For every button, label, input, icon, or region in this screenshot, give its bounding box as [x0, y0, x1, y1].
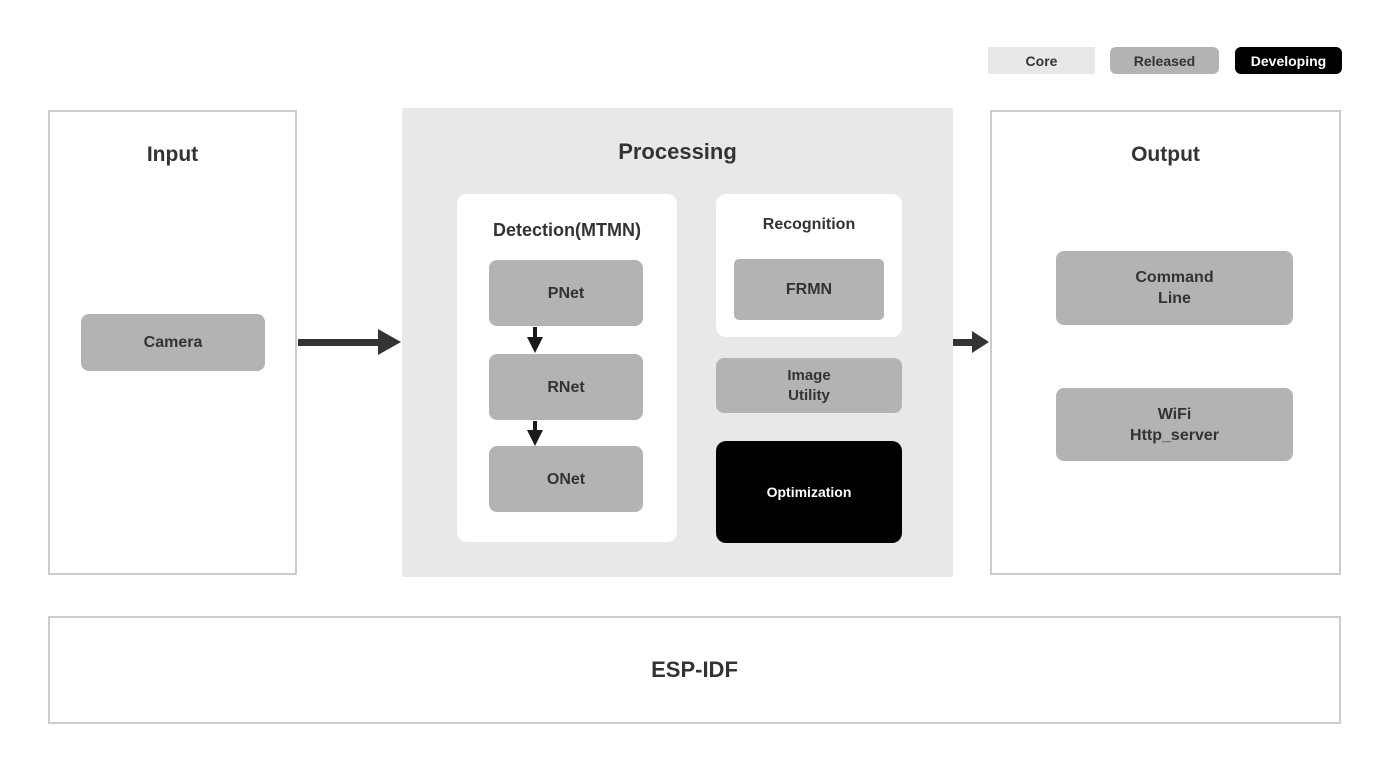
arrow-head: [527, 337, 543, 353]
legend-released: Released: [1110, 47, 1219, 74]
processing-lane-title: Processing: [618, 139, 737, 164]
legend-released-label: Released: [1133, 52, 1196, 69]
optimization-node: Optimization: [716, 441, 902, 543]
arrow-shaft: [533, 327, 537, 338]
arrow-pnet-to-rnet: [527, 327, 543, 353]
onet-node: ONet: [489, 446, 643, 512]
input-lane: Input Camera: [48, 110, 297, 575]
frmn-node: FRMN: [734, 259, 884, 320]
legend-developing: Developing: [1235, 47, 1342, 74]
arrow-rnet-to-onet: [527, 421, 543, 446]
esp-idf-foundation: ESP-IDF: [48, 616, 1341, 724]
recognition-group: Recognition FRMN: [716, 194, 902, 337]
arrow-head: [378, 329, 401, 355]
image-utility-node: Image Utility: [716, 358, 902, 413]
esp-idf-title: ESP-IDF: [651, 657, 738, 682]
arrow-head: [972, 331, 989, 353]
wifi-http-server-node: WiFi Http_server: [1056, 388, 1293, 461]
legend-core-label: Core: [1025, 52, 1058, 69]
detection-group-title: Detection(MTMN): [493, 220, 641, 240]
arrow-head: [527, 430, 543, 446]
arrow-shaft: [953, 339, 973, 346]
output-lane: Output Command Line WiFi Http_server: [990, 110, 1341, 575]
arrow-shaft: [533, 421, 537, 431]
legend-core: Core: [988, 47, 1095, 74]
arrow-processing-to-output: [953, 331, 989, 353]
command-line-node: Command Line: [1056, 251, 1293, 325]
detection-group: Detection(MTMN) PNet RNet ONet: [457, 194, 677, 542]
arrow-shaft: [298, 339, 380, 346]
input-lane-title: Input: [146, 143, 199, 166]
output-lane-title: Output: [1131, 143, 1200, 166]
recognition-group-title: Recognition: [762, 216, 856, 233]
camera-node: Camera: [81, 314, 265, 371]
processing-lane: Processing Detection(MTMN) PNet RNet ONe…: [402, 108, 953, 577]
rnet-node: RNet: [489, 354, 643, 420]
arrow-input-to-processing: [298, 329, 401, 355]
pnet-node: PNet: [489, 260, 643, 326]
legend-developing-label: Developing: [1250, 52, 1327, 69]
